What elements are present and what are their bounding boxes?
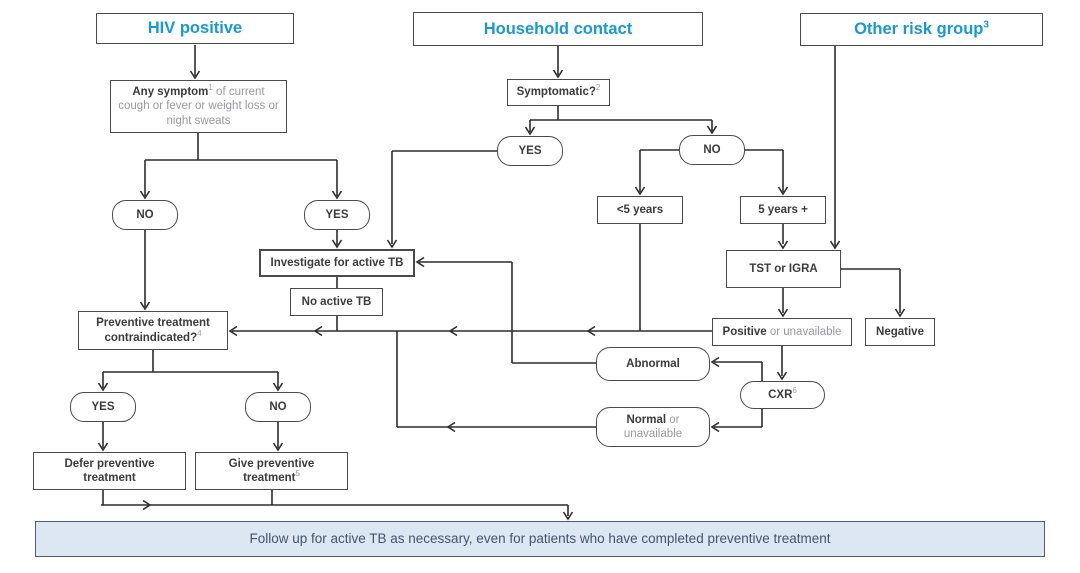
node-yes-contraindicated: YES	[70, 392, 136, 422]
node-give-treatment: Give preventive treatment5	[195, 452, 348, 490]
node-label: Symptomatic?2	[516, 83, 601, 99]
node-preventive-contraindicated: Preventive treatment contraindicated?4	[78, 311, 228, 350]
node-abnormal: Abnormal	[596, 347, 710, 381]
node-label: Defer preventive treatment	[64, 457, 155, 484]
node-normal-or-unavailable: Normal or unavailable	[596, 407, 710, 447]
node-label: NO	[269, 400, 287, 413]
node-label: Any symptom1 of current cough or fever o…	[118, 83, 279, 127]
node-no-household: NO	[679, 135, 745, 165]
node-label: CXR6	[768, 385, 797, 401]
node-label: Abnormal	[626, 357, 680, 370]
node-negative: Negative	[865, 318, 935, 346]
node-label: Give preventive treatment5	[228, 457, 315, 484]
node-label: No active TB	[301, 295, 372, 308]
node-no-hiv: NO	[112, 200, 178, 230]
node-label: TST or IGRA	[749, 262, 818, 275]
node-yes-hiv: YES	[304, 200, 370, 230]
node-label: HIV positive	[147, 19, 243, 38]
node-household-contact-header: Household contact	[413, 12, 703, 46]
footer-follow-up-bar: Follow up for active TB as necessary, ev…	[35, 521, 1045, 557]
node-defer-treatment: Defer preventive treatment	[33, 452, 186, 490]
node-5-years-plus: 5 years +	[740, 196, 826, 224]
node-label: NO	[703, 143, 721, 156]
node-label: <5 years	[616, 203, 664, 216]
node-label: NO	[136, 208, 154, 221]
node-any-symptom: Any symptom1 of current cough or fever o…	[110, 80, 287, 133]
node-other-risk-group-header: Other risk group3	[800, 13, 1043, 46]
node-label: YES	[325, 208, 349, 221]
node-positive-or-unavailable: Positive or unavailable	[712, 318, 852, 346]
node-label: Household contact	[483, 19, 633, 38]
footer-label: Follow up for active TB as necessary, ev…	[249, 530, 831, 546]
node-label: YES	[518, 144, 542, 157]
arrowheads	[97, 69, 906, 521]
node-label: 5 years +	[758, 203, 808, 216]
node-label: Other risk group3	[854, 19, 989, 39]
node-no-active-tb: No active TB	[290, 288, 383, 316]
node-no-contraindicated: NO	[245, 392, 311, 422]
node-symptomatic: Symptomatic?2	[507, 79, 610, 106]
node-hiv-positive-header: HIV positive	[96, 13, 294, 44]
node-label: Preventive treatment contraindicated?4	[96, 317, 210, 344]
node-yes-household: YES	[497, 136, 563, 166]
node-tst-or-igra: TST or IGRA	[726, 250, 841, 288]
node-investigate-active-tb: Investigate for active TB	[259, 249, 415, 277]
node-label: Negative	[876, 325, 924, 338]
node-label: YES	[91, 400, 115, 413]
node-label: Investigate for active TB	[270, 256, 404, 269]
node-cxr: CXR6	[740, 381, 825, 409]
node-label: Positive or unavailable	[722, 325, 842, 338]
node-label: Normal or unavailable	[623, 413, 683, 440]
connector-lines	[101, 45, 901, 516]
node-under-5-years: <5 years	[597, 196, 683, 224]
